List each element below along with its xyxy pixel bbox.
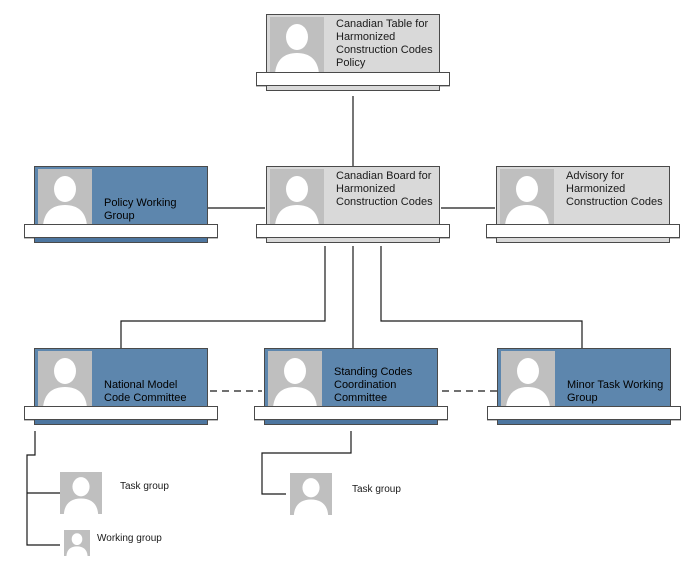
node-base <box>496 238 670 243</box>
subgroup-label: Task group <box>120 481 169 492</box>
node-national-model-code-committee: National Model Code Committee <box>24 348 218 434</box>
person-placeholder-icon <box>270 169 324 226</box>
node-bar <box>256 224 450 238</box>
node-canadian-table: Canadian Table for Harmonized Constructi… <box>256 14 450 100</box>
node-label: Minor Task Working Group <box>567 379 664 404</box>
subgroup-nmcc-working-group: Working group <box>64 530 184 556</box>
node-minor-task-working-group: Minor Task Working Group <box>487 348 681 434</box>
node-base <box>34 238 208 243</box>
node-bar <box>254 406 448 420</box>
connector-sccc-task-group <box>261 431 352 495</box>
subgroup-sccc-task-group: Task group <box>290 473 420 515</box>
node-canadian-board: Canadian Board for Harmonized Constructi… <box>256 166 450 252</box>
node-label: Standing Codes Coordination Committee <box>334 366 413 404</box>
node-bar <box>24 224 218 238</box>
node-label: Policy Working Group <box>104 197 177 222</box>
connector-nmcc-subgroups <box>26 431 60 546</box>
node-bar <box>487 406 681 420</box>
person-placeholder-icon <box>290 473 332 515</box>
node-bar <box>24 406 218 420</box>
person-placeholder-icon <box>270 17 324 74</box>
person-placeholder-icon <box>38 169 92 226</box>
person-placeholder-icon <box>500 169 554 226</box>
node-label: National Model Code Committee <box>104 379 187 404</box>
node-policy-working-group: Policy Working Group <box>24 166 218 252</box>
node-base <box>266 238 440 243</box>
node-bar <box>256 72 450 86</box>
person-placeholder-icon <box>60 472 102 514</box>
person-placeholder-icon <box>268 351 322 408</box>
connector-board-to-nmcc <box>120 246 326 348</box>
node-base <box>497 420 671 425</box>
person-placeholder-icon <box>38 351 92 408</box>
node-standing-codes-committee: Standing Codes Coordination Committee <box>254 348 448 434</box>
node-label: Canadian Board for Harmonized Constructi… <box>336 170 433 208</box>
node-label: Canadian Table for Harmonized Constructi… <box>336 18 433 69</box>
node-base <box>266 86 440 91</box>
subgroup-nmcc-task-group: Task group <box>60 472 180 514</box>
node-bar <box>486 224 680 238</box>
person-placeholder-icon <box>64 530 90 556</box>
person-placeholder-icon <box>501 351 555 408</box>
subgroup-label: Working group <box>97 533 162 544</box>
node-base <box>264 420 438 425</box>
node-label: Advisory for Harmonized Construction Cod… <box>566 170 663 208</box>
subgroup-label: Task group <box>352 484 401 495</box>
node-advisory: Advisory for Harmonized Construction Cod… <box>486 166 680 252</box>
connector-board-to-minor-task <box>380 246 583 348</box>
node-base <box>34 420 208 425</box>
